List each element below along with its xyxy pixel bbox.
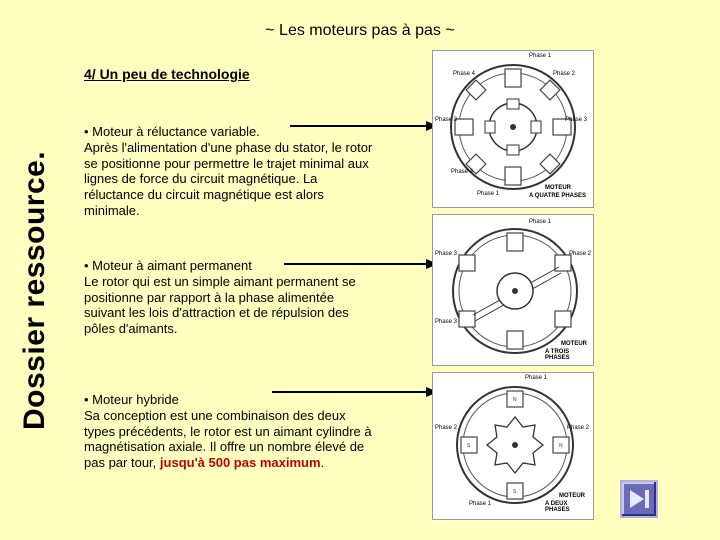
block-body: Le rotor qui est un simple aimant perman…: [84, 273, 356, 337]
block-heading: • Moteur à réluctance variable.: [84, 124, 260, 139]
side-label: Dossier ressource.: [18, 150, 51, 430]
arrow-to-figure-2: [284, 259, 438, 269]
block-heading: • Moteur hybride: [84, 392, 179, 407]
block-tail: .: [320, 455, 325, 471]
svg-text:S: S: [513, 489, 517, 495]
section-title: 4/ Un peu de technologie: [84, 66, 250, 82]
svg-text:N: N: [513, 397, 517, 403]
block-body: Sa conception est une combinaison des de…: [84, 407, 372, 471]
label-phase: Phase 4: [453, 71, 476, 77]
label-phase-top: Phase 1: [529, 219, 552, 225]
label-phase: Phase 3: [435, 319, 458, 325]
svg-text:N: N: [559, 443, 563, 449]
caption-line-1: MOTEUR: [561, 341, 587, 347]
label-phase: Phase 2: [435, 425, 458, 431]
block-highlight: jusqu'à 500 pas maximum: [159, 455, 321, 471]
figure-three-phase-motor: Phase 1 Phase 2 Phase 3 Phase 3 MOTEUR A…: [432, 214, 594, 366]
last-slide-button[interactable]: [620, 480, 658, 518]
block-body: Après l'alimentation d'une phase du stat…: [84, 139, 373, 218]
caption-line-2: A TROIS PHASES: [545, 349, 570, 361]
caption-line-2: A DEUX PHASES: [545, 501, 570, 513]
label-phase-top: Phase 1: [525, 375, 548, 381]
label-phase: Phase 3: [435, 117, 458, 123]
label-phase: Phase 2: [567, 425, 590, 431]
motor-diagram-2: [452, 228, 578, 354]
text-block-reluctance: • Moteur à réluctance variable. Après l'…: [84, 124, 374, 219]
label-phase: Phase 1: [469, 501, 492, 507]
label-phase: Phase 2: [569, 251, 592, 257]
figure-two-phase-motor: N S S N Phase 1 Phase 2 Phase 2 Phase 1 MOT…: [432, 372, 594, 520]
block-heading: • Moteur à aimant permanent: [84, 258, 252, 273]
label-phase: Phase 4: [451, 169, 474, 175]
label-phase: Phase 3: [435, 251, 458, 257]
arrow-to-figure-3: [272, 387, 438, 397]
slide-title: ~ Les moteurs pas à pas ~: [265, 22, 455, 39]
text-block-permanent-magnet: • Moteur à aimant permanent Le rotor qui…: [84, 258, 374, 337]
svg-text:S: S: [467, 443, 471, 449]
motor-diagram-3: N S S N: [456, 386, 574, 504]
label-phase: Phase 2: [553, 71, 576, 77]
figure-four-phase-motor: Phase 1 Phase 4 Phase 2 Phase 3 Phase 3 …: [432, 50, 594, 208]
last-slide-icon: [630, 490, 649, 508]
arrow-to-figure-1: [290, 121, 438, 131]
caption-line-1: MOTEUR: [545, 185, 571, 191]
text-block-hybrid: • Moteur hybride Sa conception est une c…: [84, 392, 374, 471]
label-phase-top: Phase 1: [529, 53, 552, 59]
motor-diagram-1: [450, 64, 576, 190]
label-phase: Phase 3: [565, 117, 588, 123]
caption-line-1: MOTEUR: [559, 493, 585, 499]
label-phase: Phase 1: [477, 191, 500, 197]
caption-line-2: A QUATRE PHASES: [529, 193, 587, 199]
